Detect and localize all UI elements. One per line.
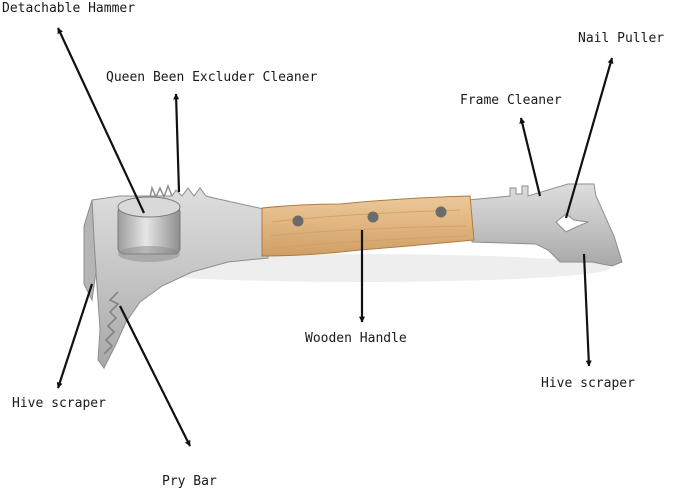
arrow-hive-scraper-left [56, 283, 94, 389]
label-hive-scraper-right: Hive scraper [541, 376, 635, 391]
wooden-handle [261, 195, 475, 257]
nail-puller-notch [555, 213, 590, 233]
queen-excluder-teeth [149, 183, 173, 200]
arrow-nail-puller [564, 57, 614, 219]
label-pry-bar: Pry Bar [162, 474, 217, 489]
arrow-detachable-hammer [57, 27, 145, 214]
arrow-queen-excluder-cleaner [173, 93, 181, 193]
label-queen-excluder-cleaner: Queen Been Excluder Cleaner [106, 70, 318, 85]
hammer-cap [117, 196, 181, 262]
label-hive-scraper-left: Hive scraper [12, 396, 106, 411]
handle-rivet [292, 215, 304, 227]
left-hive-scraper-edge [83, 199, 97, 302]
handle-rivet [367, 211, 379, 223]
label-nail-puller: Nail Puller [578, 31, 665, 46]
label-detachable-hammer: Detachable Hammer [2, 1, 136, 16]
right-steel-body [467, 183, 623, 267]
arrow-pry-bar [119, 305, 191, 447]
arrow-frame-cleaner [519, 117, 542, 197]
handle-rivet [435, 206, 447, 218]
label-frame-cleaner: Frame Cleaner [460, 93, 562, 108]
arrow-hive-scraper-right [582, 253, 592, 367]
label-wooden-handle: Wooden Handle [305, 331, 407, 346]
pry-bar-teeth [103, 291, 120, 355]
